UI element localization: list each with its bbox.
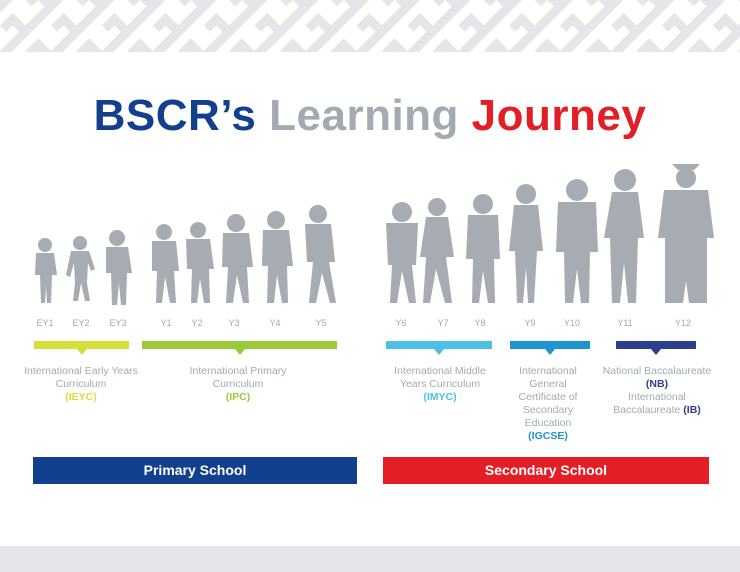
year-label: Y3 [228,318,240,328]
student-ey1-figure [35,238,57,303]
student-y4-figure [262,211,293,303]
year-label: Y8 [474,318,486,328]
year-label: Y1 [160,318,172,328]
title-journey: Journey [471,91,647,140]
year-label: Y10 [563,318,581,328]
curriculum-name: International Middle Years Curriculum [394,365,486,390]
footer-band [0,546,740,572]
year-label: EY1 [36,318,54,328]
igcse-label: International General Certificate of Sec… [507,365,589,443]
secondary-school-banner: Secondary School [383,457,709,484]
page-title: BSCR’s Learning Journey [0,90,740,142]
title-bscr: BSCR’s [93,91,257,140]
year-label: Y11 [617,318,633,328]
student-ey2-figure [66,236,95,301]
curriculum-name: National Baccalaureate [602,365,712,377]
student-y9-figure [509,184,543,303]
curriculum-name: International Early Years Curriculum [24,365,138,390]
year-label: Y4 [269,318,281,328]
primary-school-banner: Primary School [33,457,357,484]
year-label: EY2 [72,318,90,328]
curriculum-name: International Baccalaureate [613,391,686,416]
curriculum-name: International General Certificate of Sec… [518,365,578,429]
curriculum-abbr: (IB) [683,404,701,416]
year-label: Y7 [437,318,449,328]
ipc-label: International Primary Curriculum (IPC) [174,365,302,404]
year-label: Y6 [395,318,407,328]
title-learning: Learning [269,91,459,140]
ipc-bar [142,341,337,355]
student-y3-figure [222,214,253,303]
curriculum-abbr: (IPC) [225,391,251,403]
student-y8-figure [466,194,500,303]
year-label: Y12 [674,318,692,328]
student-silhouettes [35,164,714,305]
year-label: Y5 [315,318,327,328]
decorative-banner [0,0,740,52]
year-label: Y2 [191,318,203,328]
student-y2-figure [186,222,214,303]
curriculum-abbr: (IGCSE) [528,430,568,442]
ieyc-label: International Early Years Curriculum (IE… [22,365,140,404]
curriculum-abbr: (NB) [645,378,669,390]
student-ey3-figure [106,230,132,305]
student-y6-figure [386,202,418,303]
igcse-bar [510,341,590,355]
curriculum-abbr: (IMYC) [423,391,457,403]
nb-ib-label: National Baccalaureate (NB) Internationa… [596,365,718,417]
imyc-bar [386,341,492,355]
student-y1-figure [152,224,179,303]
student-y5-figure [305,205,336,303]
imyc-label: International Middle Years Curriculum (I… [380,365,500,404]
student-y7-figure [420,198,454,303]
curriculum-abbr: (IEYC) [65,391,97,403]
curriculum-name: International Primary Curriculum [189,365,287,390]
year-label: EY3 [109,318,127,328]
student-y12-figure [658,164,714,303]
zigzag-pattern [0,0,740,52]
year-label: Y9 [524,318,536,328]
nb-ib-bar [616,341,696,355]
student-y10-figure [556,179,598,303]
ieyc-bar [34,341,129,355]
student-y11-figure [604,169,644,303]
